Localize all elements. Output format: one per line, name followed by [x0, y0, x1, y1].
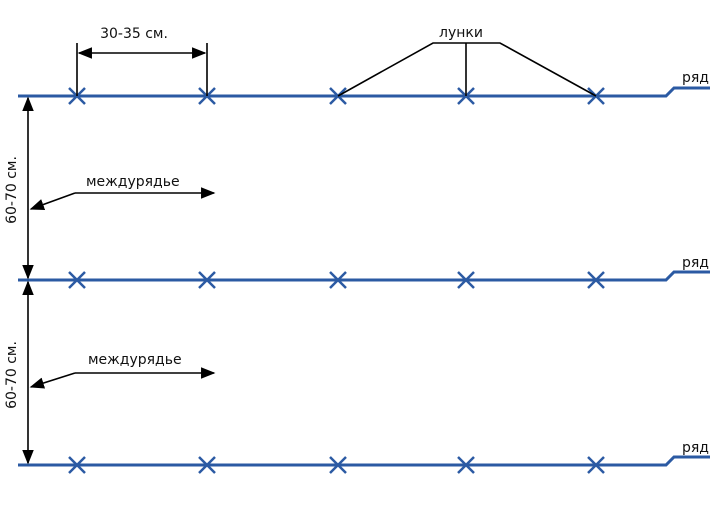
interrow-callout-1: междурядье — [29, 174, 216, 210]
planting-row-3 — [18, 455, 710, 467]
interrow-label-1: междурядье — [86, 174, 180, 190]
holes-callout: лунки — [337, 25, 597, 97]
row-spacing-label-1: 60-70 см. — [4, 156, 20, 224]
hole-marker — [198, 271, 216, 289]
hole-marker — [457, 456, 475, 474]
hole-spacing-label: 30-35 см. — [100, 26, 168, 42]
hole-marker — [587, 271, 605, 289]
row-spacing-dimension-2: 60-70 см. — [4, 280, 34, 465]
hole-markers — [68, 87, 605, 474]
hole-marker — [198, 456, 216, 474]
row-line-1 — [18, 86, 710, 98]
row-label-3: ряд — [682, 440, 709, 456]
interrow-label-2: междурядье — [88, 352, 182, 368]
planting-row-1 — [18, 86, 710, 98]
planting-row-2 — [18, 270, 710, 282]
interrow-callout-2: междурядье — [29, 352, 216, 389]
row-spacing-dimension-1: 60-70 см. — [4, 96, 34, 280]
row-line-3 — [18, 455, 710, 467]
hole-spacing-dimension: 30-35 см. — [76, 26, 208, 96]
hole-marker — [68, 456, 86, 474]
row-label-2: ряд — [682, 255, 709, 271]
hole-marker — [329, 456, 347, 474]
row-line-2 — [18, 270, 710, 282]
row-label-1: ряд — [682, 70, 709, 86]
holes-label: лунки — [439, 25, 483, 41]
hole-marker — [329, 271, 347, 289]
hole-marker — [587, 456, 605, 474]
hole-marker — [68, 271, 86, 289]
row-spacing-label-2: 60-70 см. — [4, 341, 20, 409]
hole-marker — [457, 271, 475, 289]
